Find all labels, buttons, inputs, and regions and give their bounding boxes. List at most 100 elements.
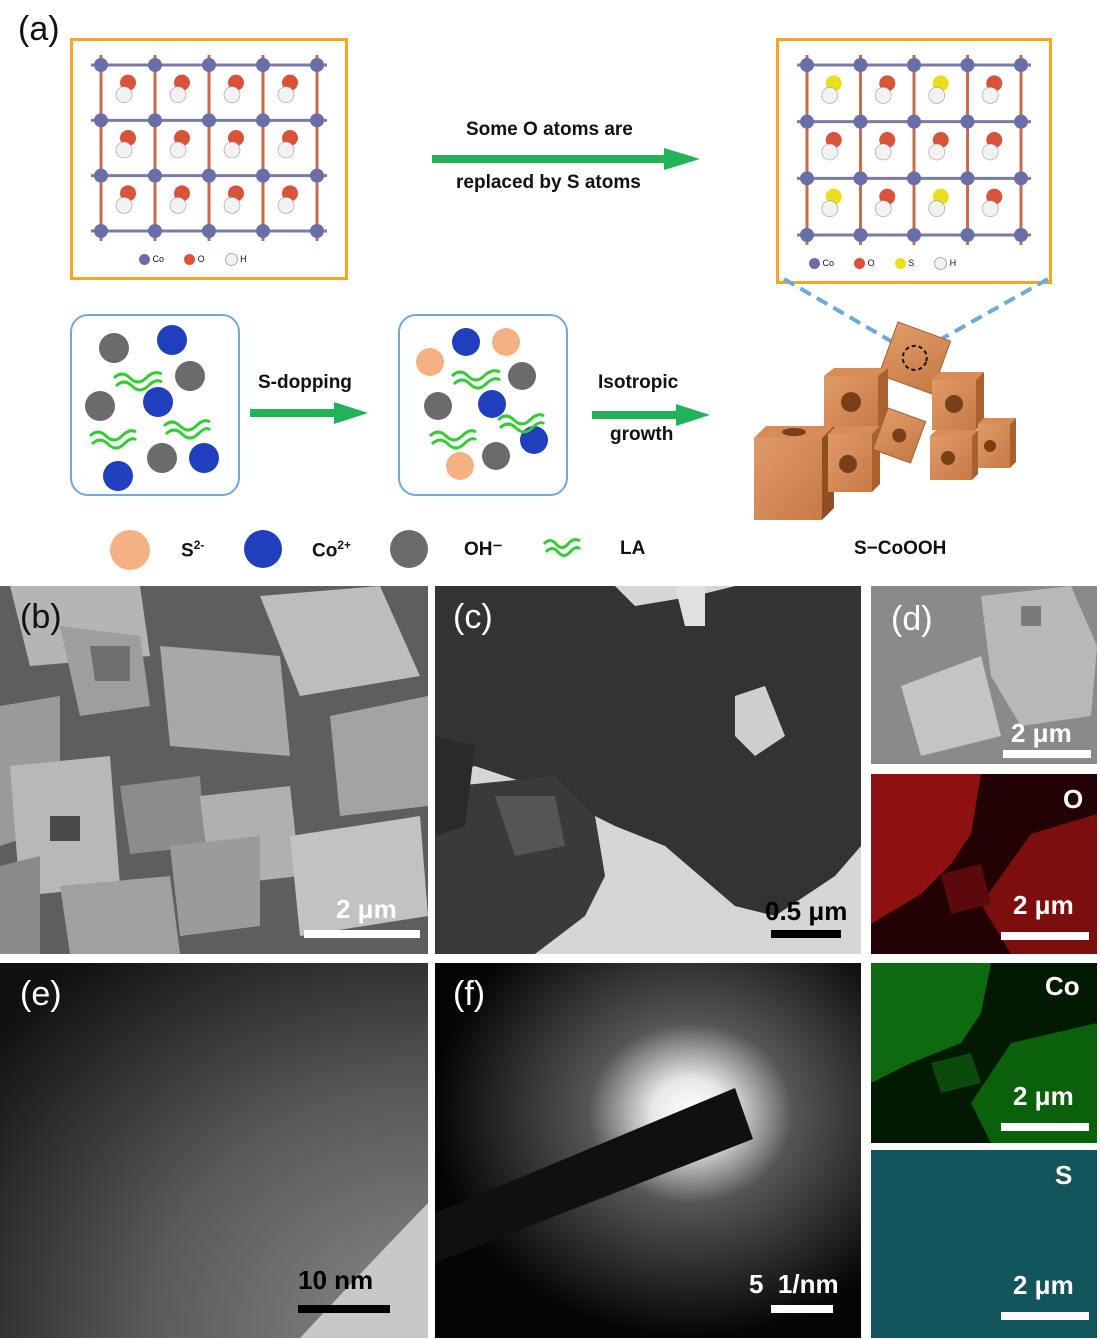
h-atom (981, 87, 999, 104)
replacement-text-line1: Some O atoms are (466, 119, 633, 140)
legend-h-text: H (240, 253, 247, 264)
h-atom (223, 141, 241, 159)
scale-text-e: 10 nm (298, 1265, 374, 1295)
growth-step-label-line1: Isotropic (598, 372, 679, 393)
h-atom (821, 143, 839, 161)
s-doped-crystal-structure: Co O S H (776, 38, 1052, 284)
saed-image-f: (f) 5 1/nm (435, 963, 861, 1338)
oh-ion-legend-icon (390, 530, 428, 568)
legend-s-text: S (908, 257, 915, 268)
scale-bar-b (304, 930, 420, 938)
h-atom (169, 141, 187, 159)
co-atom (94, 58, 108, 72)
scale-bar-o (1001, 932, 1089, 940)
co-atom-icon (809, 258, 820, 269)
co-atom (800, 114, 814, 129)
legend-s-ion-label: S (181, 540, 194, 562)
panel-label-e: (e) (20, 975, 62, 1013)
growth-arrow-icon (592, 404, 710, 426)
co-atom (1014, 228, 1028, 242)
scale-bar-c (771, 930, 841, 938)
scale-text-d: 2 μm (1011, 718, 1072, 748)
h-atom (874, 143, 892, 161)
replacement-arrow-icon (432, 148, 700, 170)
co-atom (960, 171, 975, 186)
co-atom (202, 113, 216, 128)
legend-s-ion: S2- (181, 538, 204, 562)
structure-legend-right: Co O S H (809, 257, 956, 270)
growth-step-label-line2: growth (610, 424, 674, 445)
co-atom (907, 114, 921, 129)
h-atom (277, 197, 295, 214)
h-atom-icon (934, 257, 948, 270)
sem-image-b: (b) 2 μm (0, 586, 428, 954)
sem-image-d: (d) 2 μm (871, 586, 1097, 764)
co-atom (256, 224, 270, 238)
doped-ions-svg (416, 328, 548, 480)
legend-o-text: O (867, 257, 875, 268)
scale-bar-s (1001, 1312, 1089, 1320)
h-atom (169, 86, 187, 103)
co-atom (202, 224, 216, 238)
element-label-o: O (1063, 784, 1084, 814)
scale-text-c: 0.5 μm (765, 896, 848, 926)
h-atom (277, 141, 295, 159)
h-atom (928, 200, 946, 217)
co-ion-legend-icon (244, 530, 282, 568)
co-atom (94, 113, 108, 128)
h-atom (821, 87, 839, 104)
panel-label-c: (c) (453, 598, 493, 637)
s-ion-legend-icon (110, 530, 150, 570)
saed-f-svg (435, 963, 861, 1338)
co-atom-icon (139, 254, 150, 265)
panel-label-a: (a) (18, 10, 60, 48)
legend-co-text: Co (152, 253, 165, 264)
co-atom (202, 168, 216, 183)
h-atom (169, 197, 187, 214)
h-atom-icon (224, 253, 238, 266)
scale-bar-co (1001, 1123, 1089, 1131)
element-label-co: Co (1045, 971, 1080, 1001)
co-atom (1014, 114, 1028, 129)
co-atom (853, 171, 868, 186)
element-label-s: S (1055, 1160, 1073, 1190)
co-atom (148, 113, 162, 128)
legend-o-text: O (197, 253, 205, 264)
legend-la: LA (620, 538, 646, 559)
replacement-text-line2: replaced by S atoms (456, 172, 641, 193)
eds-map-co: Co 2 μm (871, 963, 1097, 1143)
pristine-crystal-structure: Co O H (70, 38, 348, 280)
legend-oh-ion: OH⁻ (464, 539, 503, 560)
legend-co-ion-label: Co (312, 540, 338, 562)
s-doping-step-label: S-dopping (258, 372, 352, 393)
legend-co-text: Co (822, 257, 835, 268)
legend-s-ion-charge: 2- (193, 538, 205, 552)
legend-h-text: H (949, 257, 957, 268)
structure-legend-left: Co O H (139, 253, 247, 266)
lattice-left-svg (91, 55, 327, 241)
scale-bar-e (298, 1305, 390, 1313)
la-legend-icon (542, 538, 582, 557)
lattice-right-svg (797, 55, 1031, 245)
eds-o-svg (871, 774, 1097, 954)
co-atom (148, 224, 162, 238)
co-atom (94, 168, 108, 183)
sem-particles-svg (0, 586, 428, 954)
legend-co-ion: Co2+ (312, 538, 351, 562)
hrtem-e-svg (0, 963, 428, 1338)
panel-label-b: (b) (20, 598, 62, 636)
h-atom (115, 197, 133, 214)
h-atom (874, 200, 892, 217)
co-atom (310, 58, 324, 72)
co-atom (907, 58, 921, 72)
co-atom (256, 113, 270, 128)
eds-co-svg (871, 963, 1097, 1143)
co-atom (310, 224, 324, 238)
scale-text-b: 2 μm (336, 894, 397, 924)
co-atom (256, 168, 270, 183)
h-atom (981, 200, 999, 217)
co-atom (310, 113, 324, 128)
co-atom (94, 224, 108, 238)
tem-image-c: (c) 0.5 μm (435, 586, 861, 954)
h-atom (115, 86, 133, 103)
